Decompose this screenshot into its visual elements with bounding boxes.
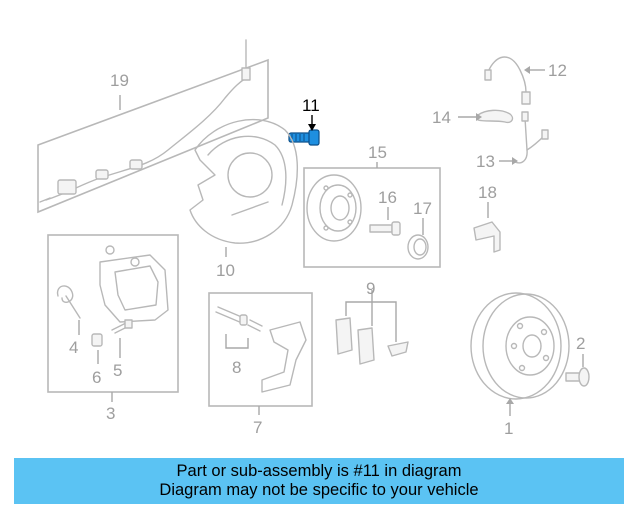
- part-number-10[interactable]: 10: [216, 261, 235, 280]
- leader-8: [225, 334, 249, 349]
- part-number-15[interactable]: 15: [368, 143, 387, 162]
- part-number-8[interactable]: 8: [232, 358, 241, 377]
- part-18-sensor-bracket: [473, 221, 501, 253]
- leader-13: [499, 157, 518, 165]
- leader-12: [524, 66, 545, 74]
- part-number-13[interactable]: 13: [476, 152, 495, 171]
- part-number-12[interactable]: 12: [548, 61, 567, 80]
- part-9-brake-pads: [335, 317, 409, 365]
- leader-1: [506, 398, 514, 416]
- part-number-11[interactable]: 11: [302, 96, 320, 115]
- banner-line-2: Diagram may not be specific to your vehi…: [159, 481, 479, 499]
- part-3-caliper: [99, 245, 169, 323]
- part-11-bolt[interactable]: [288, 129, 320, 146]
- parts-diagram: 19 11 10 15 16: [37, 39, 590, 438]
- part-number-4[interactable]: 4: [69, 338, 78, 357]
- part-number-3[interactable]: 3: [106, 404, 115, 423]
- part-10-splash-shield: [189, 118, 299, 244]
- part-number-19[interactable]: 19: [110, 71, 129, 90]
- part-6-cap: [91, 333, 103, 347]
- part-15-hub-bearing: [306, 174, 362, 242]
- part-8-guide-pins: [215, 306, 263, 332]
- banner-line-1: Part or sub-assembly is #11 in diagram: [176, 462, 462, 480]
- part-4-spring: [56, 285, 81, 319]
- info-banner: Part or sub-assembly is #11 in diagram D…: [14, 458, 624, 504]
- part-number-1[interactable]: 1: [504, 419, 513, 438]
- part-number-9[interactable]: 9: [366, 279, 375, 298]
- frame-3: [47, 234, 179, 393]
- frame-15: [303, 167, 441, 268]
- part-number-14[interactable]: 14: [432, 108, 451, 127]
- part-7-carrier-bracket: [261, 321, 307, 393]
- part-number-16[interactable]: 16: [378, 188, 397, 207]
- part-17-dust-cap: [407, 234, 429, 260]
- leader-11: [308, 115, 316, 131]
- part-number-2[interactable]: 2: [576, 334, 585, 353]
- part-12-brake-hose: [484, 56, 531, 105]
- part-19-abs-sensor-cable: [37, 39, 269, 214]
- frame-7: [208, 292, 313, 407]
- leader-9: [345, 290, 397, 342]
- leader-14: [458, 113, 482, 121]
- part-1-brake-rotor: [470, 292, 570, 400]
- part-16-hub-bolt: [369, 221, 401, 236]
- part-number-18[interactable]: 18: [478, 183, 497, 202]
- part-14-bracket-clip: [477, 109, 514, 124]
- part-number-17[interactable]: 17: [413, 199, 432, 218]
- part-number-6[interactable]: 6: [92, 368, 101, 387]
- part-number-7[interactable]: 7: [253, 418, 262, 437]
- part-5-bleeder: [111, 319, 133, 334]
- part-number-5[interactable]: 5: [113, 361, 122, 380]
- part-2-rotor-screw: [565, 367, 590, 387]
- part-13-brake-line: [514, 111, 549, 164]
